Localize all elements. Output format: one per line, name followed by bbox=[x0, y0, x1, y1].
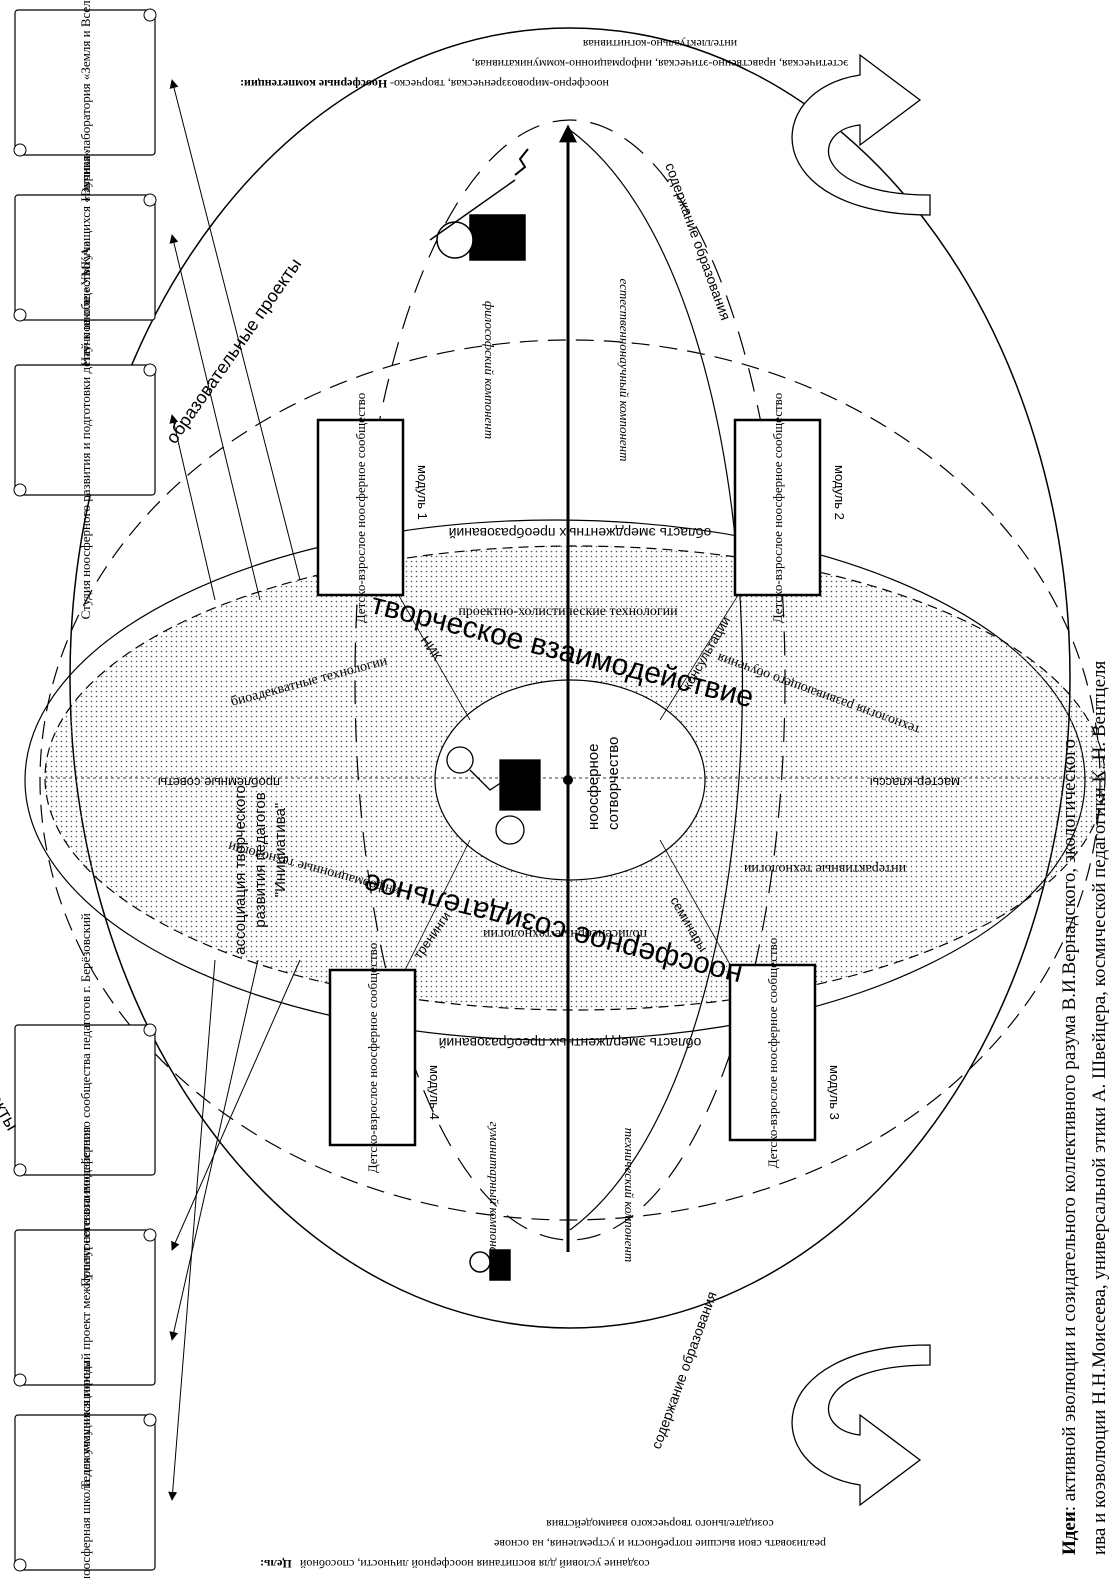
header-line-3: интеллектуально-когнитивная bbox=[582, 37, 737, 51]
header-line-1: ноосферно-мировоззренческая, творческо- bbox=[390, 77, 609, 91]
scroll-bottom-3-text: Летняя ноосферная школа для учащихся гор… bbox=[78, 1361, 93, 1578]
core-line-2: сотворчество bbox=[605, 737, 622, 830]
scroll-top-1 bbox=[13, 8, 157, 157]
core-line-1: ноосферное bbox=[585, 744, 602, 830]
component-tech: технический компонент bbox=[622, 1128, 637, 1263]
module-label-1: модуль 1 bbox=[415, 465, 430, 520]
association-line-1: ассоциация творческого bbox=[232, 785, 249, 955]
module-box-4 bbox=[328, 968, 417, 1147]
module-label-2: модуль 2 bbox=[832, 465, 847, 520]
form-master: мастер-классы bbox=[870, 775, 960, 790]
scroll-top-2 bbox=[13, 193, 157, 322]
arrow-top-2 bbox=[169, 234, 261, 601]
footer-line-1: создание условий для воспитания ноосферн… bbox=[299, 1557, 649, 1571]
meridian-dashed bbox=[354, 119, 786, 1241]
module-box-3-text: Детско-взрослое ноосферное сообщество bbox=[765, 938, 780, 1168]
education-bottom: содержание образования bbox=[648, 1289, 720, 1451]
scroll-bottom-2 bbox=[13, 1228, 157, 1387]
scroll-top-1-text: Научная лаборатория «Земля и Вселенная» bbox=[78, 0, 93, 202]
cycle-arrow-top bbox=[791, 53, 931, 216]
torch-figure bbox=[429, 148, 529, 261]
outer-sphere bbox=[69, 27, 1071, 1329]
scroll-bottom-3 bbox=[13, 1413, 157, 1572]
arrow-bot-1 bbox=[171, 959, 301, 1251]
header-line-2: эстетическая, нравственно-этическая, инф… bbox=[472, 57, 848, 71]
scroll-bottom-1-text: Проект сетевого ноосферного сообщества п… bbox=[78, 913, 93, 1287]
module-box-2-text: Детско-взрослое ноосферное сообщество bbox=[770, 393, 785, 623]
module-box-4-text: Детско-взрослое ноосферное сообщество bbox=[365, 943, 380, 1173]
component-hum: гуманитарный компонент bbox=[487, 1122, 502, 1269]
footer-line-2: реализовать свои высшие потребности и ус… bbox=[494, 1537, 826, 1551]
arrow-top-3 bbox=[169, 414, 216, 601]
idea-line-1: Идеи: активной эволюции и созидательного… bbox=[1059, 739, 1080, 1555]
tech-holistic: проектно-холистические технологии bbox=[458, 604, 678, 619]
center-point bbox=[563, 775, 573, 785]
emergent-bottom: область эмерджентных преобразований bbox=[439, 1035, 702, 1051]
spoke-nik bbox=[389, 579, 471, 721]
module-box-1 bbox=[316, 418, 405, 597]
scroll-top-3 bbox=[13, 363, 157, 497]
module-label-3: модуль 3 bbox=[827, 1065, 842, 1120]
arrow-bot-3 bbox=[168, 959, 216, 1501]
meridian-solid bbox=[569, 129, 743, 1231]
scroll-top-3-text: Студия ноосферного развития и подготовки… bbox=[78, 241, 93, 620]
module-box-2 bbox=[733, 418, 822, 597]
association-line-3: "Инициатива" bbox=[272, 803, 289, 897]
association-line-2: развития педагогов bbox=[252, 792, 269, 927]
footer-line-3: созидательного творческого взаимодействи… bbox=[546, 1517, 774, 1531]
component-nat: естественнонаучный компонент bbox=[617, 278, 632, 461]
scroll-bottom-2-text: Телекоммуникационный проект межкультурно… bbox=[78, 1127, 93, 1489]
form-problem: проблемные советы bbox=[158, 775, 280, 790]
education-top: содержание образования bbox=[662, 161, 734, 323]
component-phil: философский компонент bbox=[482, 301, 497, 439]
tech-polysensor: полисенсорные технологии bbox=[483, 926, 647, 941]
emergent-top: область эмерджентных преобразований bbox=[449, 525, 712, 541]
tech-integr: интерактивные технологии bbox=[743, 861, 906, 876]
footer-label: Цель: bbox=[260, 1557, 292, 1571]
arrow-bot-2 bbox=[169, 959, 259, 1341]
scroll-bottom-1 bbox=[13, 1023, 157, 1177]
cycle-arrow-bottom bbox=[791, 1344, 931, 1507]
child-figure bbox=[469, 1249, 511, 1281]
arrow-top-1 bbox=[169, 79, 301, 581]
scroll-top-2-text: Научное общество учащихся «Эврика» bbox=[78, 150, 93, 367]
module-box-3 bbox=[728, 963, 817, 1142]
header-label: Ноосферные компетенции: bbox=[240, 77, 387, 91]
module-box-1-text: Детско-взрослое ноосферное сообщество bbox=[353, 393, 368, 623]
module-label-4: модуль 4 bbox=[427, 1065, 442, 1120]
idea-line-2: ива и коэволюции Н.Н.Моисеева, универсал… bbox=[1089, 660, 1110, 1555]
center-figures bbox=[446, 746, 541, 845]
